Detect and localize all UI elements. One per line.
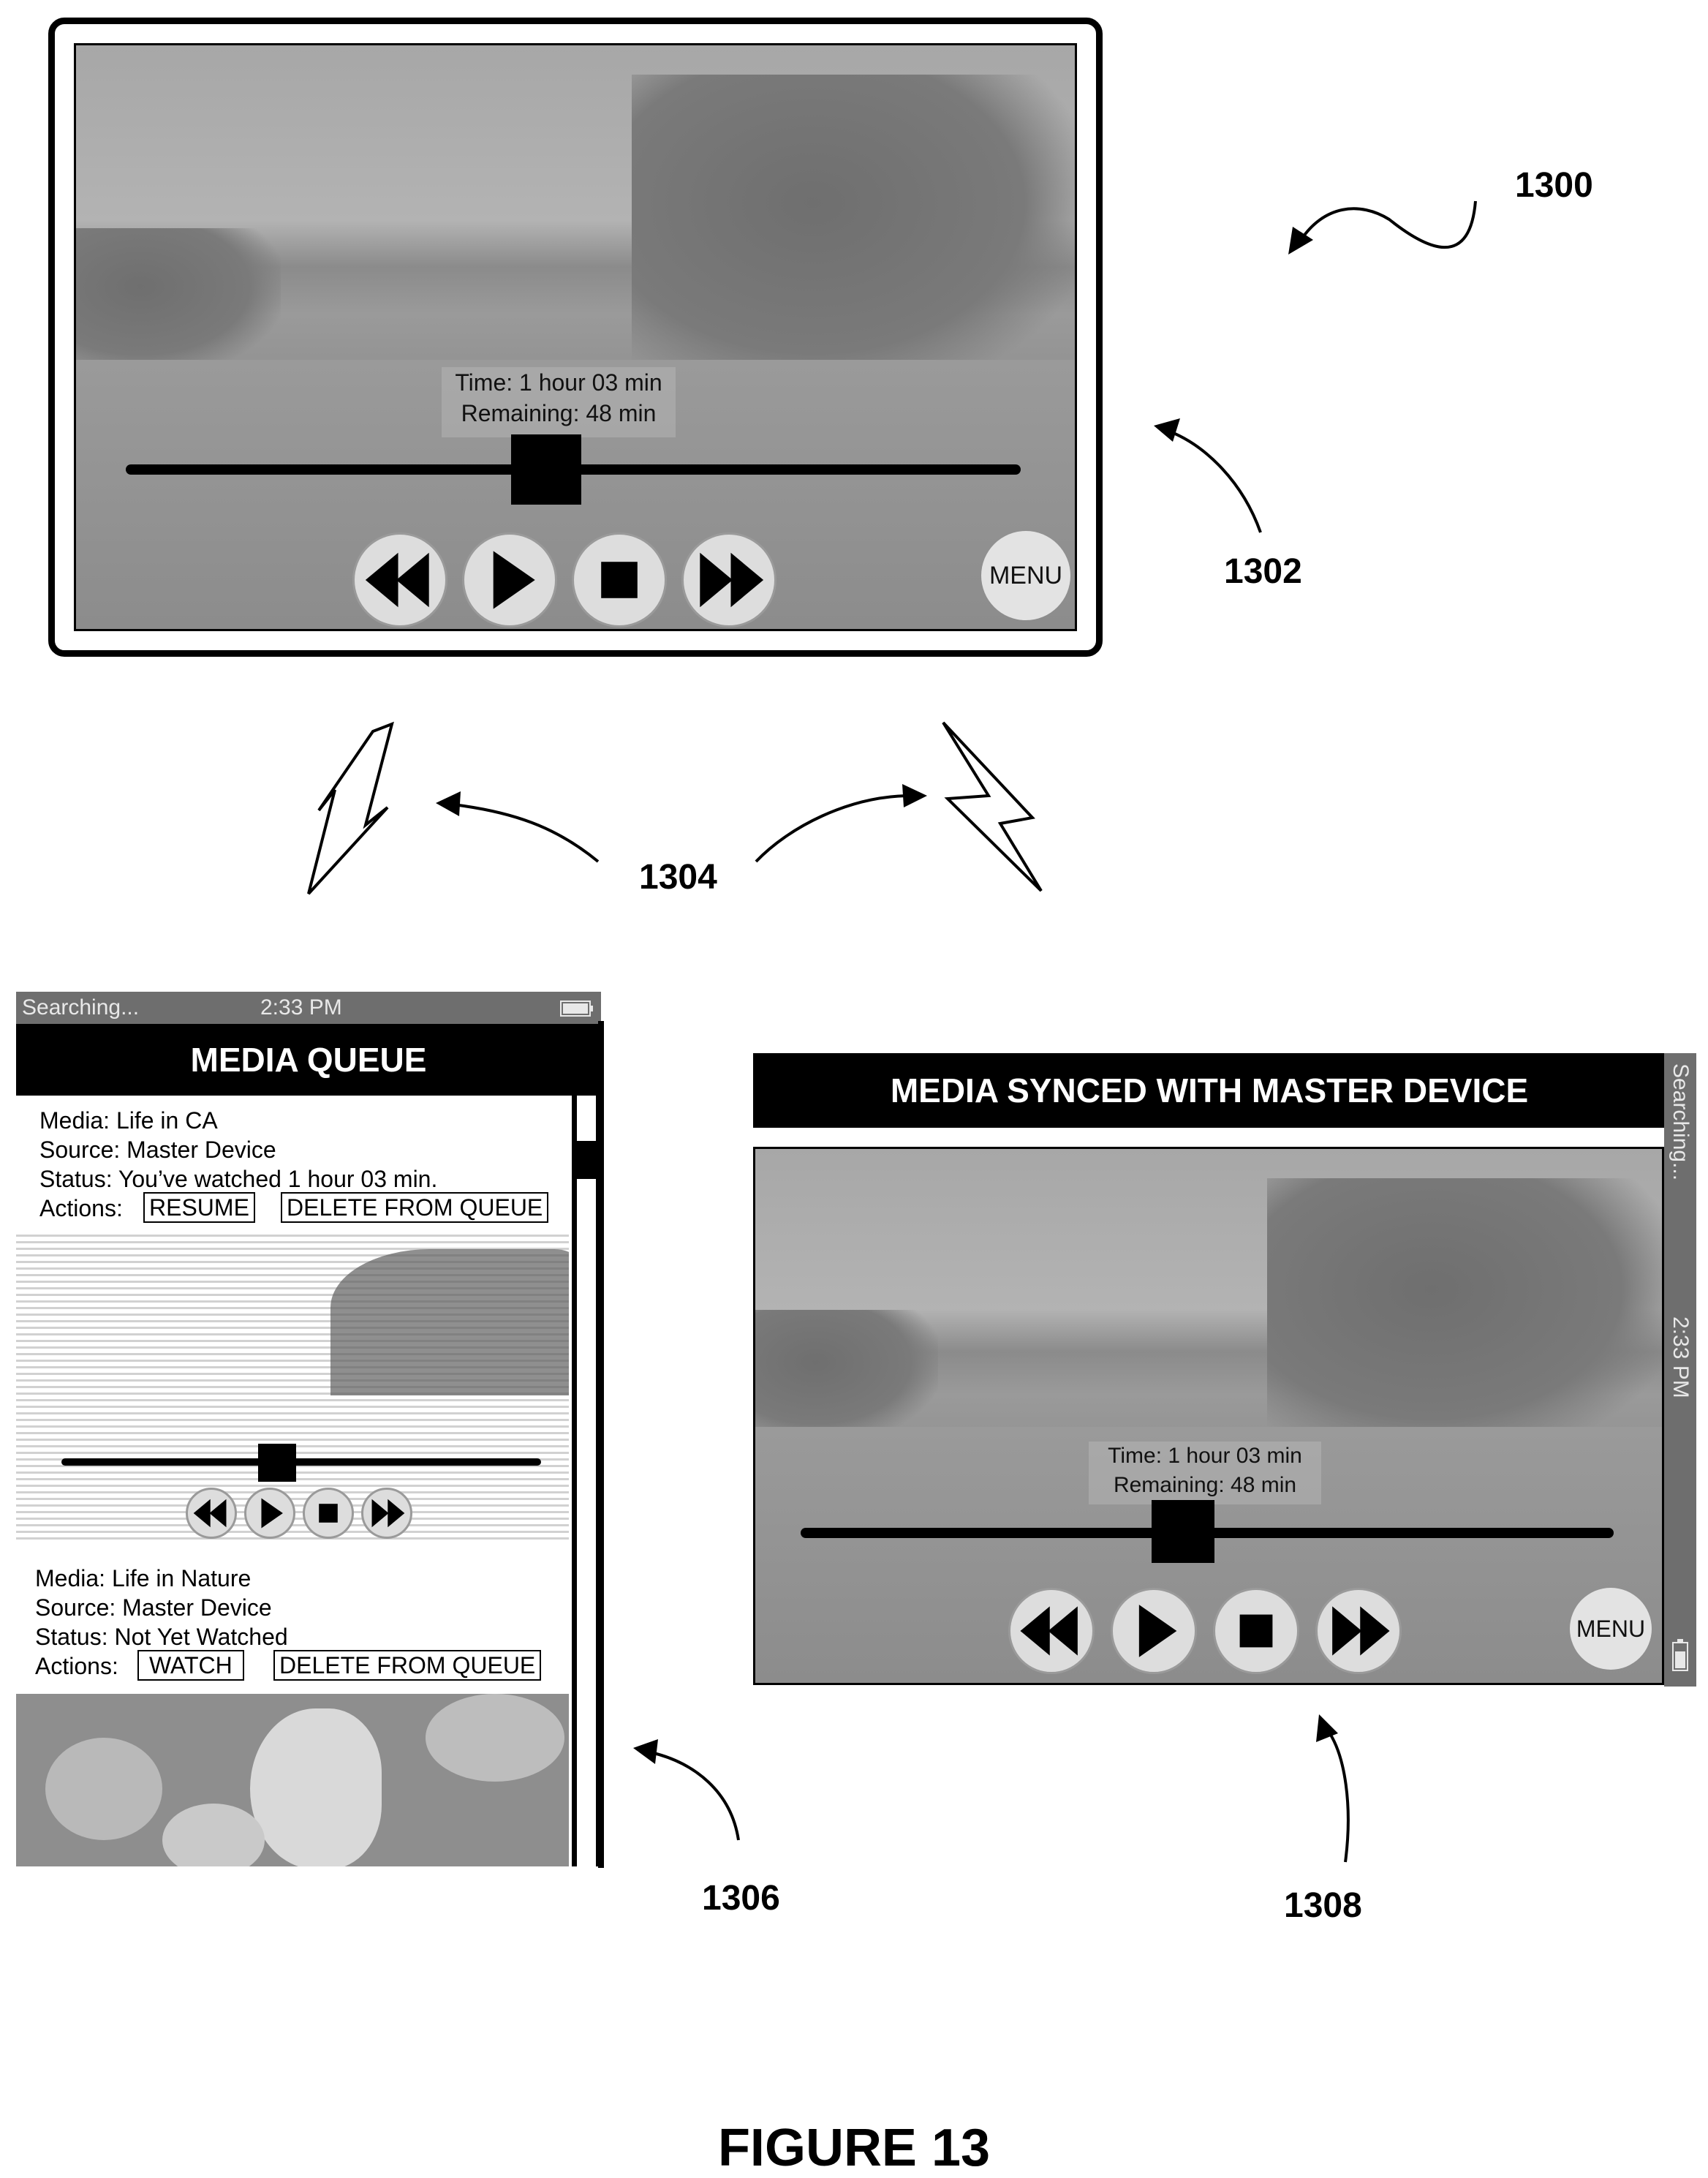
ref-1306: 1306	[702, 1878, 780, 1918]
arrow-1304-left	[436, 791, 598, 862]
lightning-icon	[943, 723, 1041, 891]
arrow-1304-right	[756, 784, 927, 862]
ref-1304: 1304	[639, 857, 717, 897]
ref-1308: 1308	[1284, 1885, 1362, 1926]
ref-1300: 1300	[1515, 165, 1593, 206]
figure-title: FIGURE 13	[0, 2118, 1708, 2178]
ref-1302: 1302	[1224, 551, 1302, 592]
arrow-1306	[633, 1739, 738, 1840]
arrow-1308	[1316, 1714, 1348, 1862]
lightning-icon	[309, 724, 392, 894]
arrow-1302	[1154, 418, 1261, 532]
arrow-1300	[1288, 201, 1475, 255]
